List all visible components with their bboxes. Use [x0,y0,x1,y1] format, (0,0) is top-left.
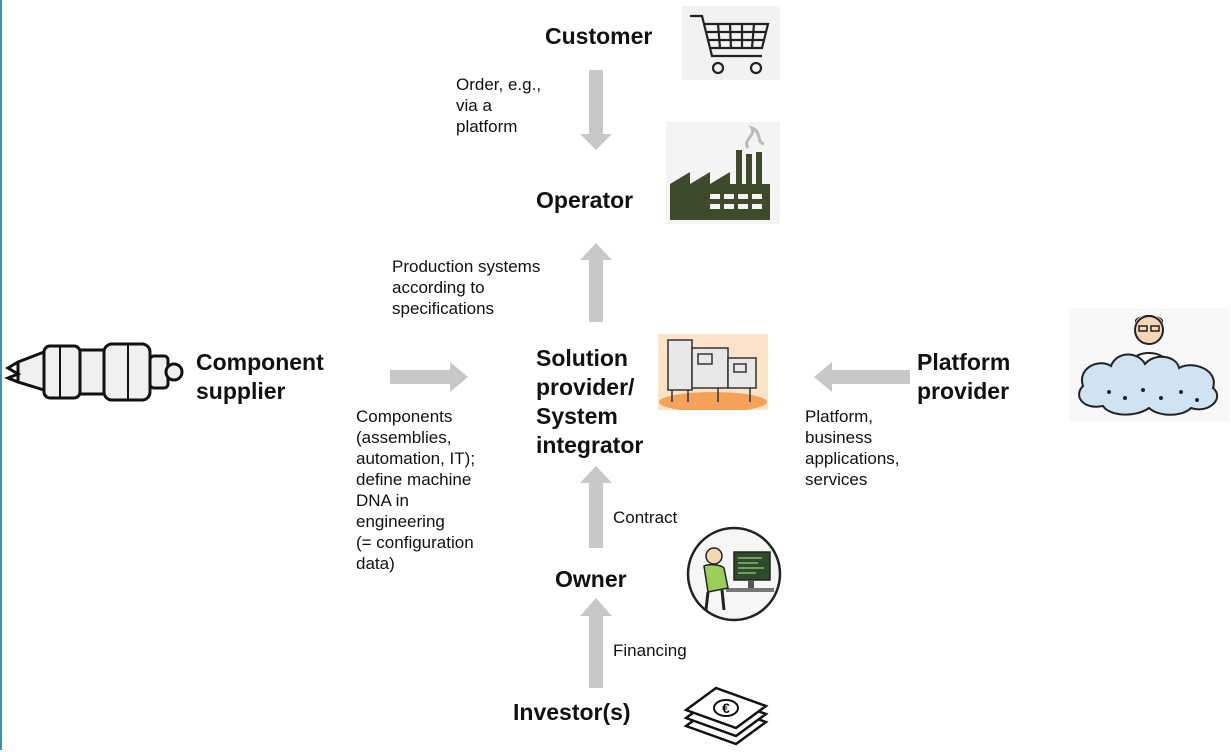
arrow-customer-to-operator [580,70,612,150]
component-part-icon [4,342,184,402]
arrow-owner-to-solution [580,466,612,548]
arrow-component-to-solution [390,362,468,392]
office-worker-icon [686,526,782,622]
arrow-solution-to-operator [580,243,612,322]
components-flow-label: Components (assemblies, automation, IT);… [356,407,476,573]
euro-symbol: € [722,700,730,716]
solution-provider-label: Solution provider/ System integrator [536,345,644,458]
financing-flow-label: Financing [613,641,687,660]
platform-provider-label: Platform provider [917,349,1011,404]
money-stack-icon: € [683,686,769,746]
shopping-cart-icon [682,6,780,80]
order-flow-label: Order, e.g., via a platform [456,75,542,136]
contract-flow-label: Contract [613,508,678,527]
arrow-platform-to-solution [814,362,910,392]
component-supplier-label: Component supplier [196,349,324,404]
machine-icon [658,334,768,410]
owner-label: Owner [555,566,627,592]
operator-label: Operator [536,187,634,213]
production-flow-label: Production systems according to specific… [392,257,541,318]
arrow-investor-to-owner [580,598,612,688]
platform-flow-label: Platform, business applications, service… [805,407,900,489]
cloud-person-icon [1069,308,1229,422]
customer-label: Customer [545,23,653,49]
investor-label: Investor(s) [513,699,631,725]
factory-icon [666,122,780,224]
